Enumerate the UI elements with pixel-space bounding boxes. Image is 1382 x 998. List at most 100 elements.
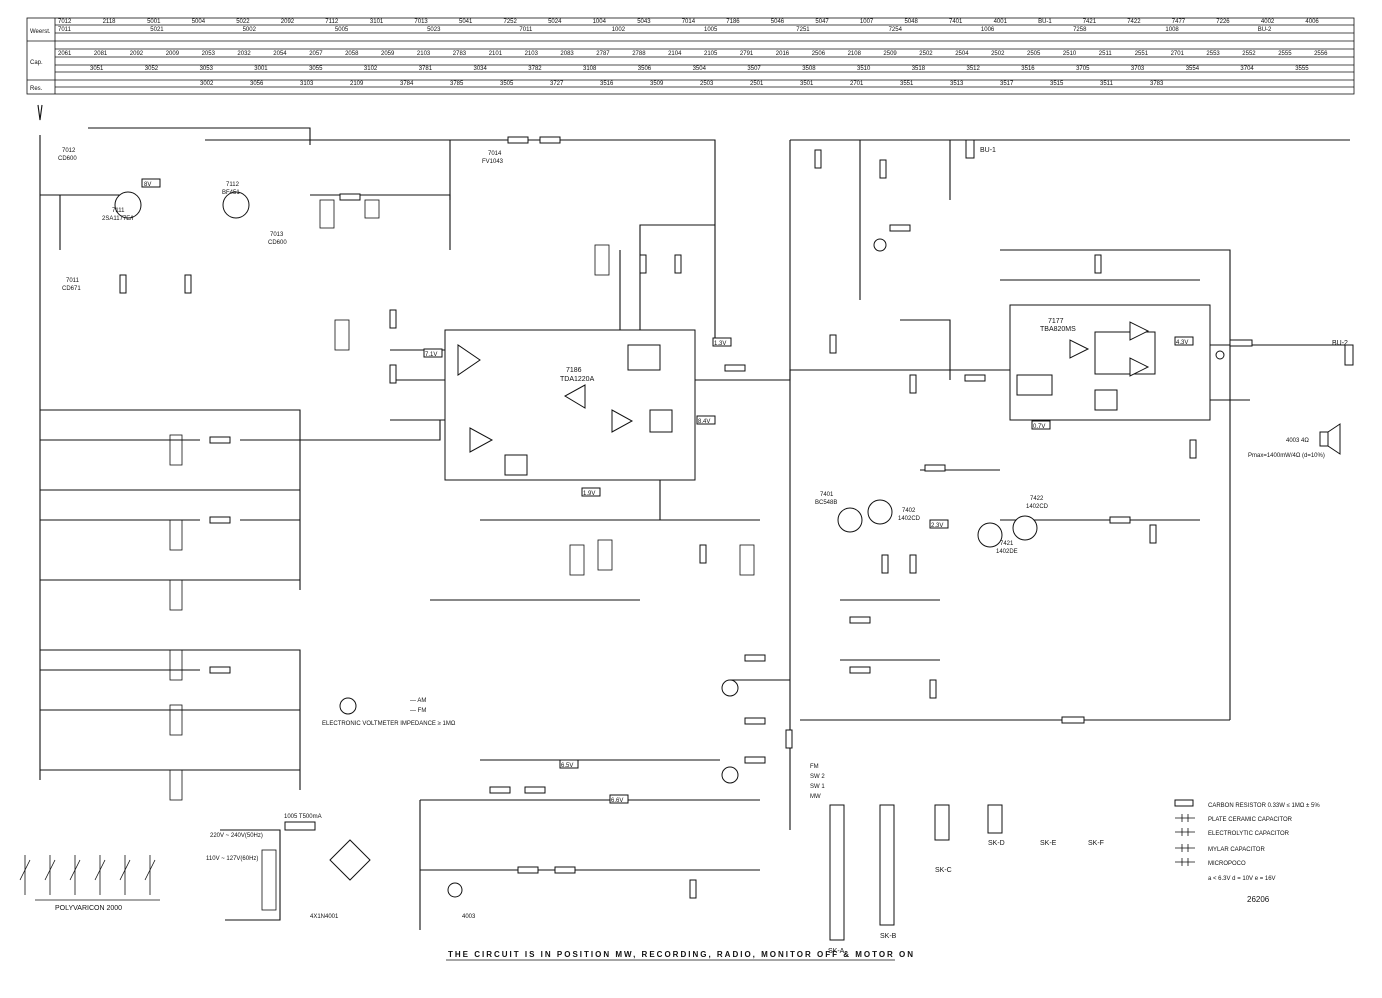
part-ref: 3516 xyxy=(1021,66,1035,72)
part-ref: 3507 xyxy=(747,66,761,72)
wiring xyxy=(37,104,1350,930)
part-ref: 2701 xyxy=(850,81,864,87)
ic1-type: TDA1220A xyxy=(560,376,595,383)
t7422-label: 7422 xyxy=(1030,496,1044,502)
part-ref: 2053 xyxy=(202,51,216,57)
part-ref: 4006 xyxy=(1305,19,1319,25)
part-ref: 2783 xyxy=(453,51,467,57)
part-ref: 1007 xyxy=(860,19,874,25)
t7013-label: 7013 xyxy=(270,232,284,238)
part-ref: 2555 xyxy=(1278,51,1292,57)
mains-220: 220V ~ 240V(50Hz) xyxy=(210,833,263,839)
voltage-readouts: 8V 7.1V 1.9V 8.4V 1.3V 0.7V 4.3V 6.6V 2.… xyxy=(141,178,1194,804)
part-ref: 7226 xyxy=(1216,19,1230,25)
part-ref: 2502 xyxy=(919,51,933,57)
part-ref: 2061 xyxy=(58,51,72,57)
part-ref: 3002 xyxy=(200,81,214,87)
part-ref: 2788 xyxy=(632,51,646,57)
part-ref: 3511 xyxy=(1100,81,1114,87)
legend-mylar: MYLAR CAPACITOR xyxy=(1208,847,1265,853)
row-label-resistors: Weerst. xyxy=(30,29,51,35)
part-ref: 2791 xyxy=(740,51,754,57)
ic2-type: TBA820MS xyxy=(1040,326,1076,333)
part-ref: 2083 xyxy=(560,51,574,57)
part-ref: 5021 xyxy=(150,27,164,33)
legend-ceramic: PLATE CERAMIC CAPACITOR xyxy=(1208,817,1293,823)
switch-sw1: SW 1 xyxy=(810,784,825,790)
t7421-label: 7421 xyxy=(1000,541,1014,547)
fuse-label: 1005 T500mA xyxy=(284,814,322,820)
part-ref: 5022 xyxy=(236,19,250,25)
t7112-label: 7112 xyxy=(226,182,240,188)
part-ref: 3781 xyxy=(419,66,433,72)
part-ref: 2511 xyxy=(1099,51,1113,57)
t7112-type: BF451 xyxy=(222,190,240,196)
part-ref: 3052 xyxy=(145,66,159,72)
part-ref: 7421 xyxy=(1083,19,1097,25)
part-ref: 3554 xyxy=(1186,66,1200,72)
row-label-capacitors: Cap. xyxy=(30,60,43,66)
drawing-number: 26206 xyxy=(1247,895,1270,904)
part-ref: 3053 xyxy=(200,66,214,72)
part-ref: 7186 xyxy=(726,19,740,25)
part-ref: 3505 xyxy=(500,81,514,87)
sk-b-label: SK-B xyxy=(880,933,897,940)
part-ref: 2501 xyxy=(750,81,764,87)
part-ref: 3703 xyxy=(1131,66,1145,72)
part-ref: 3782 xyxy=(528,66,542,72)
part-ref: 5001 xyxy=(147,19,161,25)
ic1-tda1220a: 7186 TDA1220A xyxy=(444,329,696,481)
coils xyxy=(169,199,755,911)
part-ref: 3705 xyxy=(1076,66,1090,72)
part-ref: 5002 xyxy=(243,27,257,33)
resistors xyxy=(119,136,1253,899)
voltage-7-1v: 7.1V xyxy=(425,352,437,358)
part-ref: 3518 xyxy=(912,66,926,72)
sk-a-label: SK-A xyxy=(828,948,845,955)
part-ref: 3108 xyxy=(583,66,597,72)
voltage-2-3v: 2.3V xyxy=(931,523,943,529)
part-ref: 7477 xyxy=(1172,19,1186,25)
part-ref: 1005 xyxy=(704,27,718,33)
t7111-type: 2SA1177E/I xyxy=(102,216,134,222)
t7421-type: 1402DE xyxy=(996,549,1018,555)
part-ref: 2104 xyxy=(668,51,682,57)
part-ref: 3501 xyxy=(800,81,814,87)
part-ref: BU-2 xyxy=(1258,27,1272,33)
part-ref: BU-1 xyxy=(1038,19,1052,25)
row-label-misc: Res. xyxy=(30,86,43,92)
voltmeter-label: ELECTRONIC VOLTMETER IMPEDANCE ≥ 1MΩ xyxy=(322,721,456,727)
part-ref: 3509 xyxy=(650,81,664,87)
part-ref: 2551 xyxy=(1135,51,1149,57)
part-ref: 5047 xyxy=(815,19,829,25)
part-ref: 2502 xyxy=(991,51,1005,57)
part-ref: 2556 xyxy=(1314,51,1328,57)
part-ref: 2787 xyxy=(596,51,610,57)
part-ref: 2109 xyxy=(350,81,364,87)
part-ref: 2118 xyxy=(103,19,117,25)
part-ref: 4002 xyxy=(1261,19,1275,25)
part-ref: 2701 xyxy=(1171,51,1185,57)
t7012-type: CD600 xyxy=(58,156,77,162)
part-ref: 7422 xyxy=(1127,19,1141,25)
transistors: 7012 CD600 7111 2SA1177E/I 7112 BF451 70… xyxy=(58,148,1225,898)
t7111-label: 7111 xyxy=(112,208,125,214)
t7402-label: 7402 xyxy=(902,508,916,514)
part-ref: 2503 xyxy=(700,81,714,87)
part-ref: 2092 xyxy=(281,19,295,25)
part-ref: 3001 xyxy=(254,66,268,72)
part-ref: 5048 xyxy=(905,19,919,25)
voltage-8v: 8V xyxy=(144,182,151,188)
voltage-1-3v: 1.3V xyxy=(714,341,726,347)
part-ref: 2058 xyxy=(345,51,359,57)
part-ref: 2103 xyxy=(417,51,431,57)
part-ref: 3504 xyxy=(693,66,707,72)
part-ref: 2505 xyxy=(1027,51,1041,57)
part-ref: 3103 xyxy=(300,81,314,87)
circuit-note: THE CIRCUIT IS IN POSITION MW, RECORDING… xyxy=(448,950,915,959)
d7011-label: 7011 xyxy=(66,278,80,284)
